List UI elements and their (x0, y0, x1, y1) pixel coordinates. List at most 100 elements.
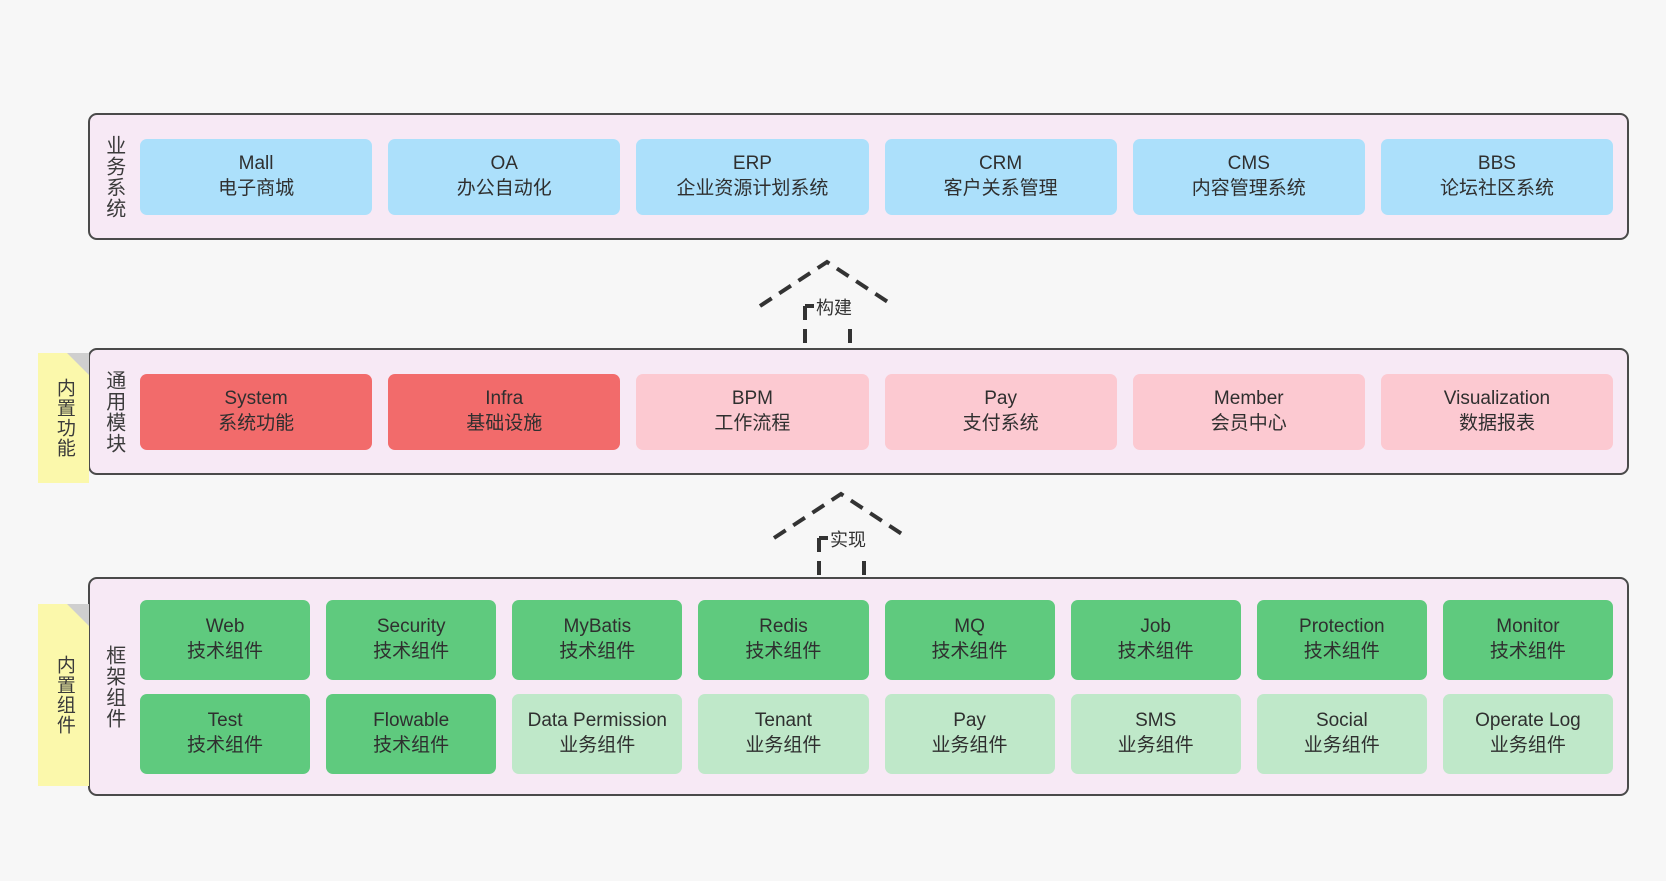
card-subtitle: 系统功能 (218, 412, 295, 434)
layer-title-framework-components: 框架组件 (102, 644, 125, 729)
card-web[interactable]: Web 技术组件 (140, 599, 311, 680)
card-subtitle: 技术组件 (373, 640, 450, 662)
card-subtitle: 会员中心 (1210, 412, 1287, 434)
card-title: Security (376, 615, 446, 637)
card-subtitle: 技术组件 (187, 640, 264, 662)
card-title: Operate Log (1475, 709, 1581, 731)
card-title: Visualization (1443, 387, 1551, 409)
arrow-label-build: 构建 (814, 294, 854, 320)
card-mybatis[interactable]: MyBatis 技术组件 (512, 599, 683, 680)
layer-body-business-systems: Mall 电子商城 OA 办公自动化 ERP 企业资源计划系统 CRM 客户关系… (136, 115, 1627, 238)
card-operate-log[interactable]: Operate Log 业务组件 (1442, 693, 1613, 774)
card-title: Flowable (373, 709, 450, 731)
card-job[interactable]: Job 技术组件 (1070, 599, 1241, 680)
arrow-label-implement: 实现 (828, 526, 868, 552)
card-sms[interactable]: SMS 业务组件 (1070, 693, 1241, 774)
card-pay-module[interactable]: Pay 支付系统 (884, 373, 1117, 450)
card-subtitle: 数据报表 (1458, 412, 1535, 434)
card-subtitle: 技术组件 (373, 734, 450, 756)
layer-business-systems: 业务系统 Mall 电子商城 OA 办公自动化 ERP 企业资源计划系统 CRM… (88, 113, 1629, 240)
card-subtitle: 业务组件 (931, 734, 1008, 756)
card-title: Web (205, 615, 245, 637)
card-title: Tenant (754, 709, 812, 731)
card-bbs[interactable]: BBS 论坛社区系统 (1380, 138, 1614, 215)
card-title: Mall (238, 152, 274, 174)
generalization-arrow-implement: 实现 (766, 490, 926, 582)
card-oa[interactable]: OA 办公自动化 (388, 138, 621, 215)
card-bpm[interactable]: BPM 工作流程 (636, 373, 869, 450)
card-title: MQ (954, 615, 985, 637)
card-subtitle: 支付系统 (962, 412, 1039, 434)
card-title: Protection (1299, 615, 1385, 637)
layer-title-business-systems: 业务系统 (102, 134, 125, 219)
card-subtitle: 技术组件 (1303, 640, 1380, 662)
card-mq[interactable]: MQ 技术组件 (884, 599, 1055, 680)
card-subtitle: 技术组件 (1117, 640, 1194, 662)
card-member[interactable]: Member 会员中心 (1132, 373, 1365, 450)
card-security[interactable]: Security 技术组件 (326, 599, 497, 680)
layer-title-common-modules: 通用模块 (102, 369, 125, 454)
card-system[interactable]: System 系统功能 (140, 373, 373, 450)
card-mall[interactable]: Mall 电子商城 (140, 138, 373, 215)
layer-common-modules: 通用模块 System 系统功能 Infra 基础设施 BPM 工作流程 Pay… (88, 348, 1629, 475)
card-tenant[interactable]: Tenant 业务组件 (698, 693, 869, 774)
card-subtitle: 论坛社区系统 (1439, 177, 1554, 199)
card-pay-component[interactable]: Pay 业务组件 (884, 693, 1055, 774)
card-title: OA (490, 152, 518, 174)
card-data-permission[interactable]: Data Permission 业务组件 (512, 693, 683, 774)
card-infra[interactable]: Infra 基础设施 (388, 373, 621, 450)
card-title: Pay (984, 387, 1017, 409)
card-subtitle: 技术组件 (559, 640, 636, 662)
card-monitor[interactable]: Monitor 技术组件 (1442, 599, 1613, 680)
card-title: Monitor (1496, 615, 1560, 637)
card-redis[interactable]: Redis 技术组件 (698, 599, 869, 680)
card-title: Redis (759, 615, 808, 637)
card-subtitle: 内容管理系统 (1191, 177, 1306, 199)
card-flowable[interactable]: Flowable 技术组件 (326, 693, 497, 774)
card-erp[interactable]: ERP 企业资源计划系统 (636, 138, 869, 215)
card-subtitle: 业务组件 (745, 734, 822, 756)
card-subtitle: 基础设施 (466, 412, 543, 434)
card-row: Test 技术组件 Flowable 技术组件 Data Permission … (140, 693, 1613, 774)
card-title: MyBatis (563, 615, 632, 637)
card-subtitle: 企业资源计划系统 (676, 177, 829, 199)
card-title: SMS (1135, 709, 1177, 731)
card-title: CRM (978, 152, 1023, 174)
sticky-note-builtin-components: 内置组件 (38, 604, 89, 786)
card-subtitle: 业务组件 (1117, 734, 1194, 756)
card-protection[interactable]: Protection 技术组件 (1256, 599, 1427, 680)
card-subtitle: 业务组件 (1489, 734, 1566, 756)
generalization-arrow-build: 构建 (752, 258, 912, 350)
card-subtitle: 办公自动化 (456, 177, 552, 199)
card-title: CMS (1227, 152, 1270, 174)
layer-framework-components: 框架组件 Web 技术组件 Security 技术组件 MyBatis 技术组件… (88, 577, 1629, 796)
card-title: Test (207, 709, 243, 731)
card-subtitle: 业务组件 (559, 734, 636, 756)
card-subtitle: 技术组件 (187, 734, 264, 756)
card-title: Social (1315, 709, 1368, 731)
layer-body-common-modules: System 系统功能 Infra 基础设施 BPM 工作流程 Pay 支付系统… (136, 350, 1627, 473)
card-row: Web 技术组件 Security 技术组件 MyBatis 技术组件 Redi… (140, 599, 1613, 680)
card-title: System (224, 387, 288, 409)
card-subtitle: 技术组件 (1489, 640, 1566, 662)
card-title: Pay (953, 709, 986, 731)
card-title: BPM (731, 387, 774, 409)
card-social[interactable]: Social 业务组件 (1256, 693, 1427, 774)
card-crm[interactable]: CRM 客户关系管理 (884, 138, 1117, 215)
card-subtitle: 客户关系管理 (943, 177, 1058, 199)
card-subtitle: 电子商城 (218, 177, 295, 199)
card-title: Data Permission (527, 709, 667, 731)
card-visualization[interactable]: Visualization 数据报表 (1380, 373, 1614, 450)
sticky-note-builtin-functions: 内置功能 (38, 353, 89, 483)
card-title: Member (1213, 387, 1284, 409)
card-test[interactable]: Test 技术组件 (140, 693, 311, 774)
card-row: System 系统功能 Infra 基础设施 BPM 工作流程 Pay 支付系统… (140, 373, 1614, 450)
layer-body-framework-components: Web 技术组件 Security 技术组件 MyBatis 技术组件 Redi… (136, 579, 1627, 794)
card-title: ERP (732, 152, 772, 174)
card-subtitle: 技术组件 (931, 640, 1008, 662)
card-subtitle: 技术组件 (745, 640, 822, 662)
card-title: BBS (1477, 152, 1516, 174)
card-subtitle: 业务组件 (1303, 734, 1380, 756)
card-cms[interactable]: CMS 内容管理系统 (1132, 138, 1365, 215)
